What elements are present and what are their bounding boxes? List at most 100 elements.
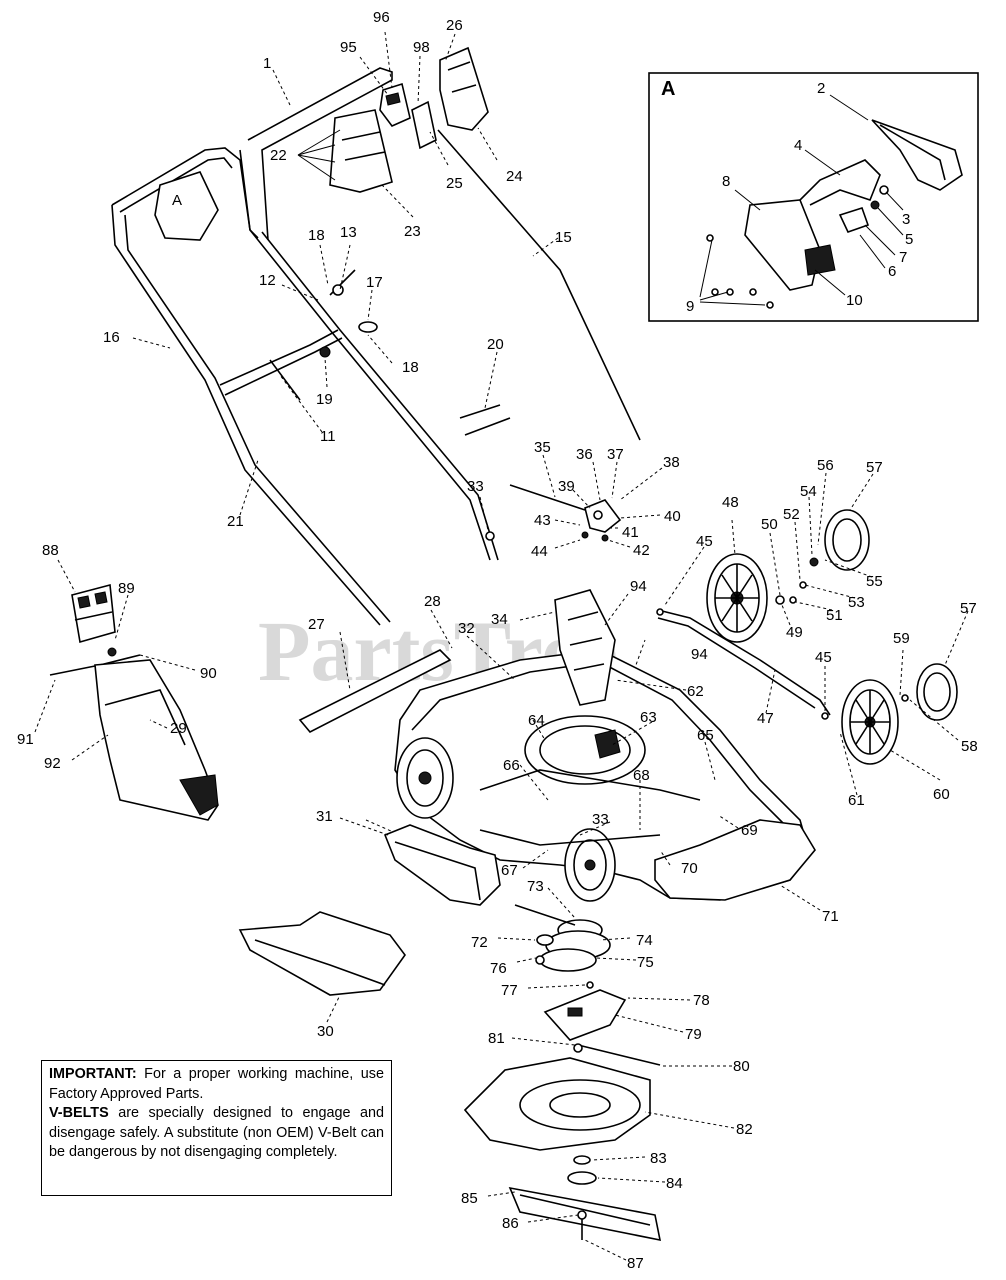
- callout-1: 1: [263, 55, 271, 72]
- callout-45b: 45: [815, 649, 832, 666]
- callout-80: 80: [733, 1058, 750, 1075]
- callout-73: 73: [527, 878, 544, 895]
- callout-18: 18: [308, 227, 325, 244]
- callout-19: 19: [316, 391, 333, 408]
- callout-7: 7: [899, 249, 907, 266]
- callout-5: 5: [905, 231, 913, 248]
- callout-16: 16: [103, 329, 120, 346]
- callout-75: 75: [637, 954, 654, 971]
- callout-48: 48: [722, 494, 739, 511]
- callout-76: 76: [490, 960, 507, 977]
- mulch-parts: 31 30: [238, 808, 501, 1040]
- callout-15: 15: [555, 229, 572, 246]
- callout-28: 28: [424, 593, 441, 610]
- deck-assembly: 28 27 32 34 94 62 64 63 65 66 33 68 69 6…: [298, 578, 839, 925]
- callout-57: 57: [866, 459, 883, 476]
- callout-32: 32: [458, 620, 475, 637]
- callout-26: 26: [446, 17, 463, 34]
- callout-92: 92: [44, 755, 61, 772]
- callout-89: 89: [118, 580, 135, 597]
- callout-33: 33: [467, 478, 484, 495]
- callout-25: 25: [446, 175, 463, 192]
- callout-55: 55: [866, 573, 883, 590]
- callout-83: 83: [650, 1150, 667, 1167]
- callout-66: 66: [503, 757, 520, 774]
- callout-87: 87: [627, 1255, 644, 1272]
- callout-40: 40: [664, 508, 681, 525]
- callout-3: 3: [902, 211, 910, 228]
- callout-52: 52: [783, 506, 800, 523]
- blade-stack: 73 74 72 76 75 77 78 79 81 80 82 83 84 8…: [461, 878, 753, 1272]
- callout-47: 47: [757, 710, 774, 727]
- callout-36: 36: [576, 446, 593, 463]
- callout-94: 94: [630, 578, 647, 595]
- callout-39: 39: [558, 478, 575, 495]
- callout-65: 65: [697, 727, 714, 744]
- callout-37: 37: [607, 446, 624, 463]
- callout-85: 85: [461, 1190, 478, 1207]
- callout-34: 34: [491, 611, 508, 628]
- callout-35: 35: [534, 439, 551, 456]
- callout-13: 13: [340, 224, 357, 241]
- callout-91: 91: [17, 731, 34, 748]
- important-label: IMPORTANT:: [49, 1066, 137, 1082]
- callout-86: 86: [502, 1215, 519, 1232]
- callout-82: 82: [736, 1121, 753, 1138]
- callout-18b: 18: [402, 359, 419, 376]
- callout-96: 96: [373, 9, 390, 26]
- callout-17: 17: [366, 274, 383, 291]
- callout-45: 45: [696, 533, 713, 550]
- callout-50: 50: [761, 516, 778, 533]
- callout-78: 78: [693, 992, 710, 1009]
- callout-79: 79: [685, 1026, 702, 1043]
- callout-62: 62: [687, 683, 704, 700]
- handle-assembly: A: [103, 9, 641, 626]
- callout-84: 84: [666, 1175, 683, 1192]
- callout-23: 23: [404, 223, 421, 240]
- callout-29: 29: [170, 720, 187, 737]
- callout-31: 31: [316, 808, 333, 825]
- callout-68: 68: [633, 767, 650, 784]
- callout-43: 43: [534, 512, 551, 529]
- callout-51: 51: [826, 607, 843, 624]
- callout-77: 77: [501, 982, 518, 999]
- callout-81: 81: [488, 1030, 505, 1047]
- callout-20: 20: [487, 336, 504, 353]
- callout-38: 38: [663, 454, 680, 471]
- height-adjuster: 35 36 37 38 33 39 43 40 41 44 42: [467, 439, 681, 560]
- callout-49: 49: [786, 624, 803, 641]
- callout-53: 53: [848, 594, 865, 611]
- callout-56: 56: [817, 457, 834, 474]
- callout-71: 71: [822, 908, 839, 925]
- callout-10: 10: [846, 292, 863, 309]
- callout-95: 95: [340, 39, 357, 56]
- callout-60: 60: [933, 786, 950, 803]
- callout-8: 8: [722, 173, 730, 190]
- rear-wheel-assembly: 45 48 50 52 54 56 57 55 53 51 49 94 47 4…: [627, 457, 978, 809]
- callout-24: 24: [506, 168, 523, 185]
- callout-74: 74: [636, 932, 653, 949]
- callout-22: 22: [270, 147, 287, 164]
- callout-54: 54: [800, 483, 817, 500]
- callout-11: 11: [320, 428, 336, 445]
- callout-12: 12: [259, 272, 276, 289]
- callout-44: 44: [531, 543, 548, 560]
- callout-61: 61: [848, 792, 865, 809]
- callout-98: 98: [413, 39, 430, 56]
- callout-63: 63: [640, 709, 657, 726]
- callout-58: 58: [961, 738, 978, 755]
- important-text: For a proper working machine, use Factor…: [49, 1066, 385, 1102]
- grass-bag-assembly: 88 89 90 91 29 92: [17, 542, 219, 821]
- callout-21: 21: [227, 513, 244, 530]
- vbelts-text: are specially designed to engage and dis…: [49, 1105, 384, 1161]
- callout-70: 70: [681, 860, 698, 877]
- callout-72: 72: [471, 934, 488, 951]
- callout-41: 41: [622, 524, 639, 541]
- callout-90: 90: [200, 665, 217, 682]
- callout-27: 27: [308, 616, 325, 633]
- callout-4: 4: [794, 137, 802, 154]
- inset-letter: A: [661, 78, 675, 100]
- callout-67: 67: [501, 862, 518, 879]
- callout-59: 59: [893, 630, 910, 647]
